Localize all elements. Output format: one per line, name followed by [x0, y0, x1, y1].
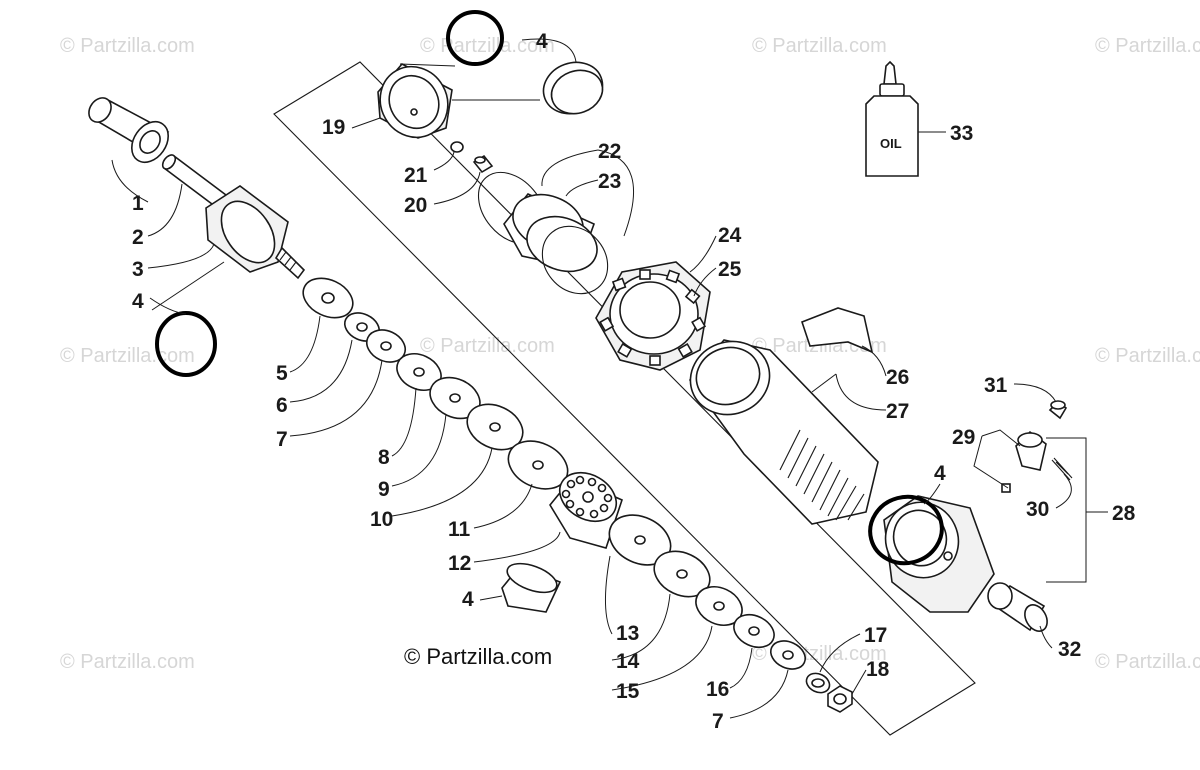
washer-hole [676, 569, 688, 579]
callout-18: 18 [866, 658, 890, 681]
part-32-bushing [987, 582, 1048, 632]
watermark: © Partzilla.com [420, 35, 555, 57]
oil-label: OIL [880, 136, 902, 151]
callout-4-band: 4 [462, 588, 474, 611]
callout-30: 30 [1026, 498, 1049, 521]
part-29-valve-body [1001, 430, 1047, 493]
part-4-o-ring-housing [868, 494, 944, 566]
callout-26: 26 [886, 366, 909, 389]
callout-17: 17 [864, 624, 887, 647]
part-28-eyelet-housing [883, 495, 995, 613]
callout-29: 29 [952, 426, 975, 449]
callout-23: 23 [598, 170, 621, 193]
callout-11: 11 [448, 518, 471, 541]
part-33-oil-bottle: OIL [865, 60, 919, 177]
leader-lines [111, 38, 1108, 719]
washer-hole [748, 626, 760, 636]
callout-9: 9 [378, 478, 390, 501]
part-4-o-ring [155, 311, 217, 377]
assembly-frame [273, 61, 976, 736]
callout-21: 21 [404, 164, 428, 187]
washer-hole [449, 393, 461, 403]
callout-16: 16 [706, 678, 729, 701]
shim-stack-lower [608, 514, 807, 670]
part-3-body-cap [205, 185, 306, 280]
part-30-spring [1051, 457, 1073, 481]
callout-28: 28 [1112, 502, 1136, 525]
callout-13: 13 [616, 622, 639, 645]
callout-5: 5 [276, 362, 288, 385]
part-20-valve [472, 154, 494, 174]
shim-stack-upper [302, 277, 569, 490]
callout-19: 19 [322, 116, 345, 139]
part-12-piston [549, 471, 623, 549]
washer-hole [321, 292, 335, 304]
callout-7-lower: 7 [712, 710, 724, 733]
callout-4-top: 4 [536, 30, 548, 53]
callout-15: 15 [616, 680, 640, 703]
washer-hole [782, 650, 794, 660]
watermark: © Partzilla.com [420, 335, 555, 357]
watermark-layer: © Partzilla.com © Partzilla.com © Partzi… [60, 35, 1200, 673]
watermark: © Partzilla.com [60, 35, 195, 57]
washer-hole [634, 535, 646, 545]
part-27-shock-body [688, 339, 879, 525]
part-19-reservoir-cap [377, 62, 453, 139]
callout-6: 6 [276, 394, 288, 417]
callout-4-housing: 4 [934, 462, 946, 485]
part-22-23-seal-rings [477, 171, 609, 295]
callout-25: 25 [718, 258, 742, 281]
washer-hole [713, 601, 725, 611]
callout-4: 4 [132, 290, 144, 313]
watermark: © Partzilla.com [60, 651, 195, 673]
part-17-washer [805, 672, 831, 694]
washer-hole [413, 367, 425, 377]
callout-labels: 1 2 3 4 5 6 7 8 9 10 11 12 4 13 14 15 16… [132, 30, 1136, 733]
callout-27: 27 [886, 400, 909, 423]
part-4-band-top [542, 61, 604, 115]
callout-12: 12 [448, 552, 471, 575]
washer-hole [380, 341, 392, 351]
part-18-nut [827, 685, 853, 713]
part-4-piston-band [501, 562, 562, 613]
callout-8: 8 [378, 446, 390, 469]
part-24-25-adjuster [595, 261, 711, 371]
part-4-o-ring-top [446, 10, 504, 66]
watermark: © Partzilla.com [1095, 651, 1200, 673]
watermark: © Partzilla.com [60, 345, 195, 367]
callout-24: 24 [718, 224, 742, 247]
callout-22: 22 [598, 140, 621, 163]
watermark: © Partzilla.com [752, 35, 887, 57]
callout-2: 2 [132, 226, 144, 249]
callout-32: 32 [1058, 638, 1081, 661]
callout-10: 10 [370, 508, 393, 531]
washer-hole [532, 460, 544, 470]
callout-31: 31 [984, 374, 1008, 397]
washer-hole [356, 322, 368, 332]
watermark: © Partzilla.com [1095, 35, 1200, 57]
part-1-bushing [88, 97, 170, 164]
callout-3: 3 [132, 258, 144, 281]
callout-33: 33 [950, 122, 973, 145]
copyright-notice: © Partzilla.com [404, 644, 552, 669]
callout-7: 7 [276, 428, 288, 451]
part-31-screw [1048, 400, 1068, 420]
callout-20: 20 [404, 194, 427, 217]
watermark: © Partzilla.com [1095, 345, 1200, 367]
part-21-o-ring-small [450, 141, 464, 153]
washer-hole [489, 422, 501, 432]
callout-1: 1 [132, 192, 144, 215]
callout-14: 14 [616, 650, 640, 673]
